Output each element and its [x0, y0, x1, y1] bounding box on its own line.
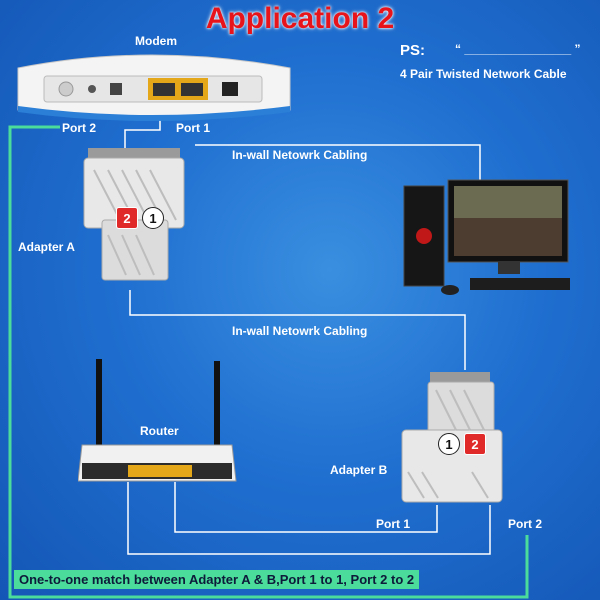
cabling-mid-label: In-wall Netowrk Cabling	[232, 324, 368, 338]
legend-cable-desc: 4 Pair Twisted Network Cable	[400, 67, 567, 81]
adapter-b-label: Adapter B	[330, 463, 388, 477]
page-title: Application 2	[205, 2, 395, 35]
modem-label: Modem	[135, 34, 177, 48]
router-to-adapter-b-port1	[174, 482, 438, 533]
green-cable-port2	[8, 125, 529, 599]
inwall-cable-mid	[129, 290, 466, 370]
adapter-a-port2-badge: 2	[116, 207, 138, 229]
desktop-computer	[403, 179, 570, 295]
legend-ps-label: PS:	[400, 42, 426, 59]
adapter-b-port2-badge: 2	[464, 433, 486, 455]
adapter-a-port1-badge: 1	[142, 207, 164, 229]
adapter-a-label: Adapter A	[18, 240, 75, 254]
router-to-adapter-b-port2	[127, 482, 491, 555]
modem-port1-label: Port 1	[176, 121, 211, 135]
legend-cable-sample: “ ________________ ”	[455, 42, 581, 56]
router-label: Router	[140, 424, 179, 438]
adapter-b-port1-badge: 1	[438, 433, 460, 455]
router-device	[78, 359, 237, 482]
footer-note: One-to-one match between Adapter A & B,P…	[14, 570, 420, 589]
adapter-b-port2-label: Port 2	[508, 517, 543, 531]
modem-device	[17, 54, 291, 121]
modem-port2-label: Port 2	[62, 121, 97, 135]
cabling-top-label: In-wall Netowrk Cabling	[232, 148, 368, 162]
adapter-b-port1-label: Port 1	[376, 517, 411, 531]
